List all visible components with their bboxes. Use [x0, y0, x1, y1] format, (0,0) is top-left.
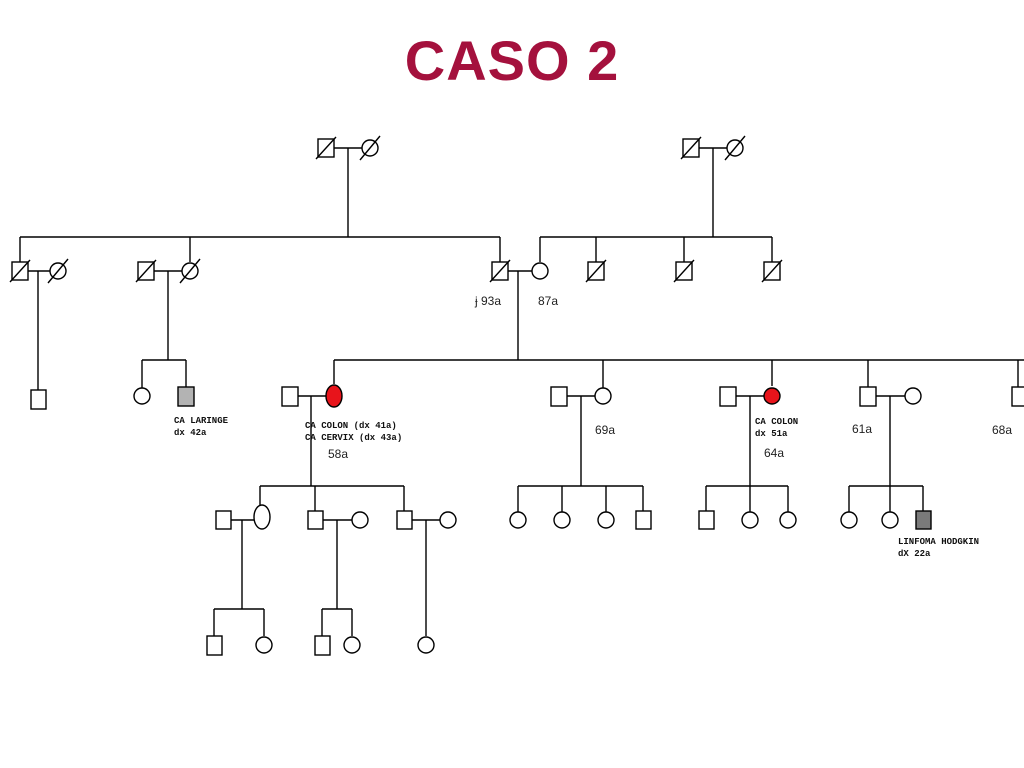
female-spouse: [351, 511, 369, 529]
female: [417, 636, 435, 654]
age-label: 64a: [764, 446, 784, 460]
male-spouse: [719, 386, 737, 407]
female: [253, 504, 271, 530]
male: [635, 510, 652, 530]
affected-male-lymphoma: [915, 510, 932, 530]
gen1-right-couple: [680, 135, 746, 237]
gen2-couple-b: CA LARINGE dx 42a: [133, 258, 229, 438]
gen1-left-couple: [315, 135, 381, 237]
note-colon2-1: CA COLON: [755, 417, 798, 427]
gen2-couple-c: ɉ 93a 87a: [474, 259, 558, 360]
female: [840, 511, 858, 529]
age-label: 58a: [328, 447, 348, 461]
male: [206, 635, 223, 656]
gen3-family-3: CA COLON dx 51a 64a: [698, 386, 798, 530]
gen2-couple-a: [9, 258, 69, 410]
male: [396, 510, 413, 530]
note-colon1-1: CA COLON (dx 41a): [305, 421, 397, 431]
male: [307, 510, 324, 530]
age-label: 93a: [481, 294, 501, 308]
age-label: ɉ: [474, 294, 478, 308]
note-colon1-2: CA CERVIX (dx 43a): [305, 433, 402, 443]
affected-male-laringe: [177, 386, 195, 407]
note-colon2-2: dx 51a: [755, 429, 788, 439]
female: [531, 262, 549, 280]
female: [133, 387, 151, 405]
male: [30, 389, 47, 410]
female: [741, 511, 759, 529]
male: [859, 386, 877, 407]
gen3-right-male: 68a: [992, 386, 1024, 437]
female-spouse: [904, 387, 922, 405]
male-spouse: [215, 510, 232, 530]
age-label: 87a: [538, 294, 558, 308]
female: [597, 511, 615, 529]
affected-female-colon: [325, 384, 343, 408]
male: [1011, 386, 1024, 407]
gen3-family-4: 61a LINFOMA HODGKIN dX 22a: [840, 386, 979, 559]
gen3-family-1: CA COLON (dx 41a) CA CERVIX (dx 43a) 58a: [206, 384, 457, 656]
age-label: 61a: [852, 422, 872, 436]
note-laringe-1: CA LARINGE: [174, 416, 229, 426]
female: [255, 636, 273, 654]
female-spouse: [439, 511, 457, 529]
age-label: 69a: [595, 423, 615, 437]
female: [881, 511, 899, 529]
gen3-family-2: 69a: [509, 386, 652, 530]
male-spouse: [281, 386, 299, 407]
note-lymph-1: LINFOMA HODGKIN: [898, 537, 979, 547]
female: [343, 636, 361, 654]
female: [509, 511, 527, 529]
page-title: CASO 2: [404, 29, 620, 92]
female: [779, 511, 797, 529]
male: [698, 510, 715, 530]
female: [553, 511, 571, 529]
male-spouse: [550, 386, 568, 407]
note-lymph-2: dX 22a: [898, 549, 931, 559]
affected-female-colon: [763, 387, 781, 405]
note-laringe-2: dx 42a: [174, 428, 207, 438]
age-label: 68a: [992, 423, 1012, 437]
male: [314, 635, 331, 656]
female: [594, 387, 612, 405]
